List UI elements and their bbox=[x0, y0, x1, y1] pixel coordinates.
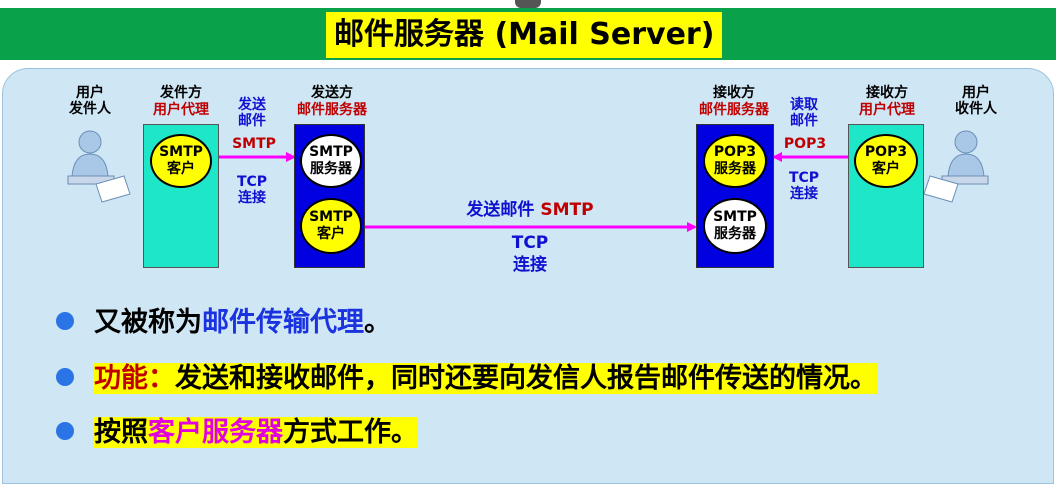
top-notch bbox=[515, 0, 541, 8]
receiver-pop3-client: POP3 客户 bbox=[854, 134, 918, 188]
receiver-smtp-server: SMTP 服务器 bbox=[703, 198, 767, 254]
sender-smtp-server: SMTP 服务器 bbox=[300, 134, 362, 188]
bullet-1: 又被称为邮件传输代理。 bbox=[56, 305, 391, 341]
sender-agent-subtitle: 用户代理 bbox=[153, 102, 209, 118]
bullet-dot-icon bbox=[56, 421, 74, 440]
receiver-agent-subtitle: 用户代理 bbox=[859, 102, 915, 118]
sender-user-label: 用户发件人 bbox=[69, 85, 111, 117]
link2-proto: POP3 bbox=[783, 136, 827, 152]
receiver-server-subtitle: 邮件服务器 bbox=[699, 102, 769, 118]
receiver-pop3-server: POP3 服务器 bbox=[703, 134, 767, 188]
link1-proto: SMTP bbox=[232, 136, 276, 152]
bullet-3: 按照客户服务器方式工作。 bbox=[56, 415, 418, 451]
sender-smtp-client: SMTP 客户 bbox=[150, 134, 212, 188]
sender-server-subtitle: 邮件服务器 bbox=[297, 102, 367, 118]
receiver-user-icon bbox=[923, 130, 989, 203]
page-title: 邮件服务器 (Mail Server) bbox=[326, 12, 723, 58]
receiver-agent-title: 接收方 bbox=[866, 85, 908, 101]
link2-label: 读取邮件 bbox=[790, 97, 818, 129]
bullet-2: 功能：发送和接收邮件，同时还要向发信人报告邮件传送的情况。 bbox=[56, 361, 877, 397]
bullet-dot-icon bbox=[56, 367, 74, 386]
link1-label: 发送邮件 bbox=[238, 97, 266, 129]
sender-agent-title: 发件方 bbox=[160, 85, 202, 101]
receiver-server-title: 接收方 bbox=[713, 85, 755, 101]
sender-server-title: 发送方 bbox=[311, 85, 353, 101]
receiver-user-label: 用户收件人 bbox=[955, 85, 997, 117]
middle-link-label: 发送邮件 SMTP bbox=[466, 200, 594, 220]
sender-smtp-relay-client: SMTP 客户 bbox=[300, 198, 362, 254]
bullet-dot-icon bbox=[56, 311, 74, 330]
sender-user-icon bbox=[67, 130, 131, 203]
